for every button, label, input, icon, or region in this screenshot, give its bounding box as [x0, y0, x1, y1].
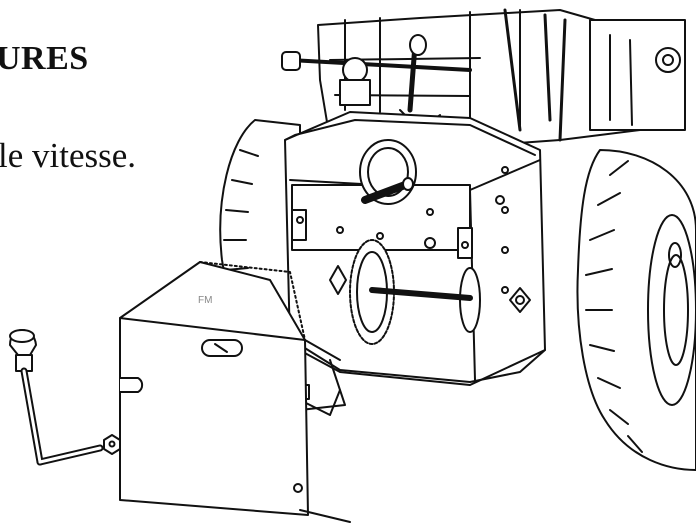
body-text-fragment: le vitesse.	[0, 136, 137, 175]
nut	[104, 435, 120, 454]
sprocket	[330, 140, 530, 344]
control-rods	[282, 10, 565, 140]
right-wheel	[577, 150, 696, 470]
section-heading: URES	[0, 40, 89, 77]
gear-lever	[10, 330, 100, 462]
panel-label: FM	[198, 295, 212, 306]
gear-housing	[285, 112, 545, 385]
cover-panel: FM	[120, 262, 350, 522]
